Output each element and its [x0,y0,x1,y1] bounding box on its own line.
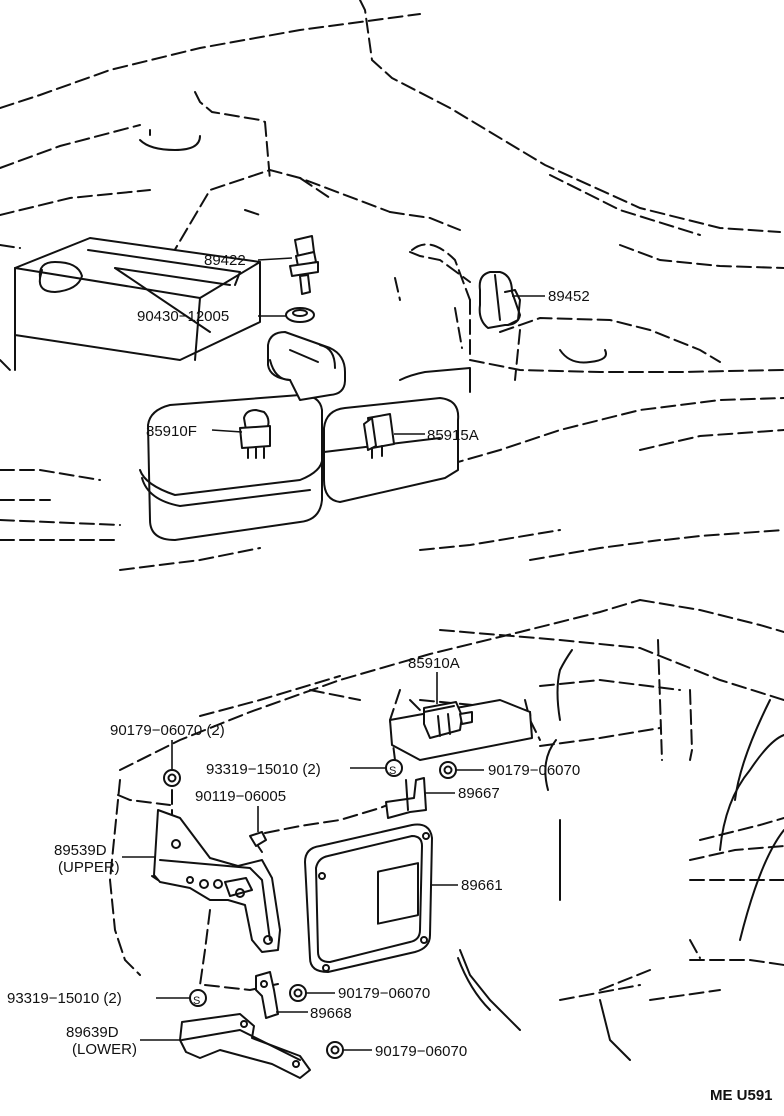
nut-90179-mid [289,984,307,1002]
part-89539D-upper-bracket [151,809,281,953]
label-85910F: 85910F [146,423,197,440]
bolt-90119 [249,831,267,853]
part-85915A-relay [363,413,395,459]
label-90179-06070-2-upper: 90179−06070 (2) [110,722,225,739]
part-89422-sensor [289,235,319,295]
label-89639D-lower: (LOWER) [72,1041,137,1058]
ecu-area-outline [108,599,784,1061]
label-89539D: 89539D [54,842,107,859]
part-89661-ecu [304,823,433,973]
nut-90179-right [439,761,457,779]
label-85915A: 85915A [427,427,479,444]
part-89639D-lower-bracket [179,1013,311,1079]
part-85910F-switch [239,409,271,459]
s-mark: S [389,765,396,777]
s-mark-lower: S [193,995,200,1007]
part-labels: 89422 90430−12005 89452 85910F 85915A 85… [7,252,773,1104]
label-89539D-upper: (UPPER) [58,859,120,876]
washer-93319-upper: S [385,759,403,777]
diagram-code: ME U591 [710,1087,773,1104]
part-89668-bracket [255,971,279,1019]
part-89452-sensor [478,271,521,329]
label-90179-06070-right: 90179−06070 [488,762,580,779]
lower-leader-lines [122,672,484,1051]
label-89661: 89661 [461,877,503,894]
label-89422: 89422 [204,252,246,269]
label-89667: 89667 [458,785,500,802]
label-90179-06070-bottom: 90179−06070 [375,1043,467,1060]
label-89668: 89668 [310,1005,352,1022]
washer-93319-lower: S [189,989,207,1007]
upper-leader-lines [211,257,545,435]
label-90179-06070-mid: 90179−06070 [338,985,430,1002]
nut-90179-bottom [326,1041,344,1059]
battery-illustration [14,237,261,371]
reservoir-illustration [139,331,471,541]
label-89452: 89452 [548,288,590,305]
label-93319-15010-2-lower: 93319−15010 (2) [7,990,122,1007]
nut-90179-upper-left [163,769,181,787]
label-85910A: 85910A [408,655,460,672]
label-90430-12005: 90430−12005 [137,308,229,325]
label-89639D: 89639D [66,1024,119,1041]
engine-bay-outline [0,0,784,571]
label-93319-15010-2-upper: 93319−15010 (2) [206,761,321,778]
gasket-hole [292,309,308,317]
label-90119-06005: 90119−06005 [195,788,286,805]
part-89667-bracket [385,777,427,819]
part-85910A-relay [389,699,533,761]
